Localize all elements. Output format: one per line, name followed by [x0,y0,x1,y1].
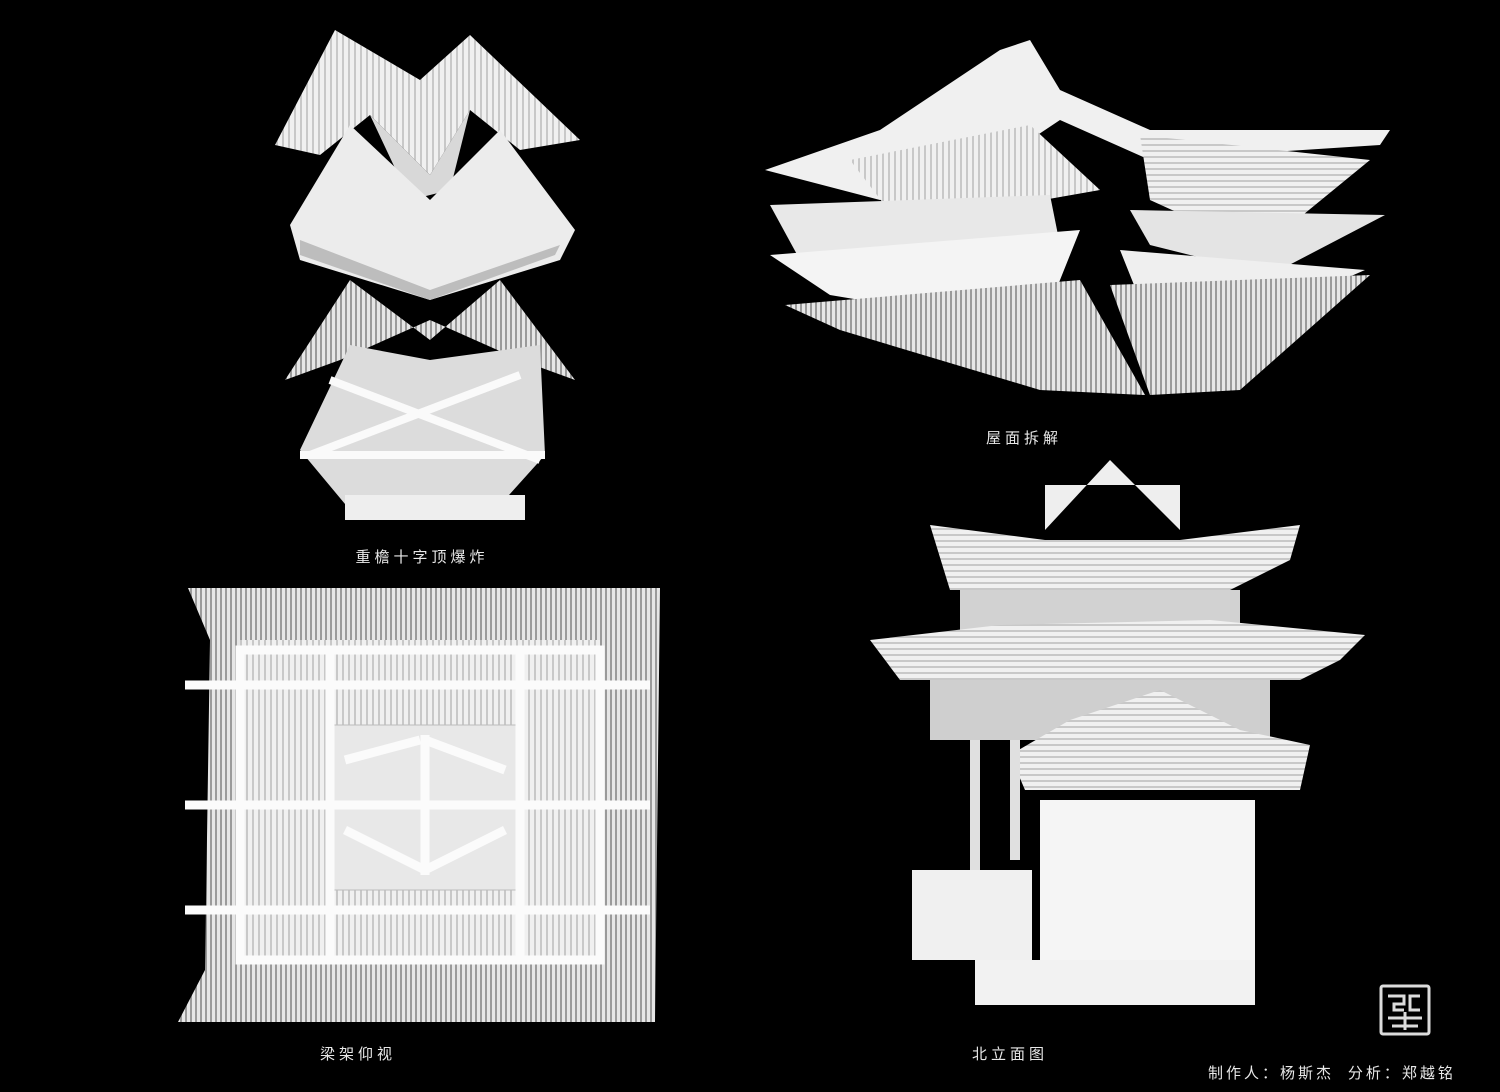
caption-beam-frame: 梁架仰视 [319,1045,397,1063]
maker-label: 制作人： [1208,1064,1281,1082]
exploded-roof-model [275,30,580,520]
maker-name: 杨斯杰 [1280,1064,1335,1082]
roof-disassembly-model [765,40,1390,395]
analyst-name: 郑越铭 [1401,1064,1456,1082]
caption-exploded-roof: 重檐十字顶爆炸 [355,548,489,566]
north-elevation-model [870,460,1365,1005]
analysis-label: 分析： [1347,1064,1402,1082]
credits: 制作人：杨斯杰 分析：郑越铭 [1208,1062,1462,1083]
caption-north-elevation: 北立面图 [971,1045,1049,1063]
caption-roof-disassembly: 屋面拆解 [985,429,1063,447]
beam-frame-bottom-view [178,588,660,1022]
seal-icon [1379,984,1431,1036]
